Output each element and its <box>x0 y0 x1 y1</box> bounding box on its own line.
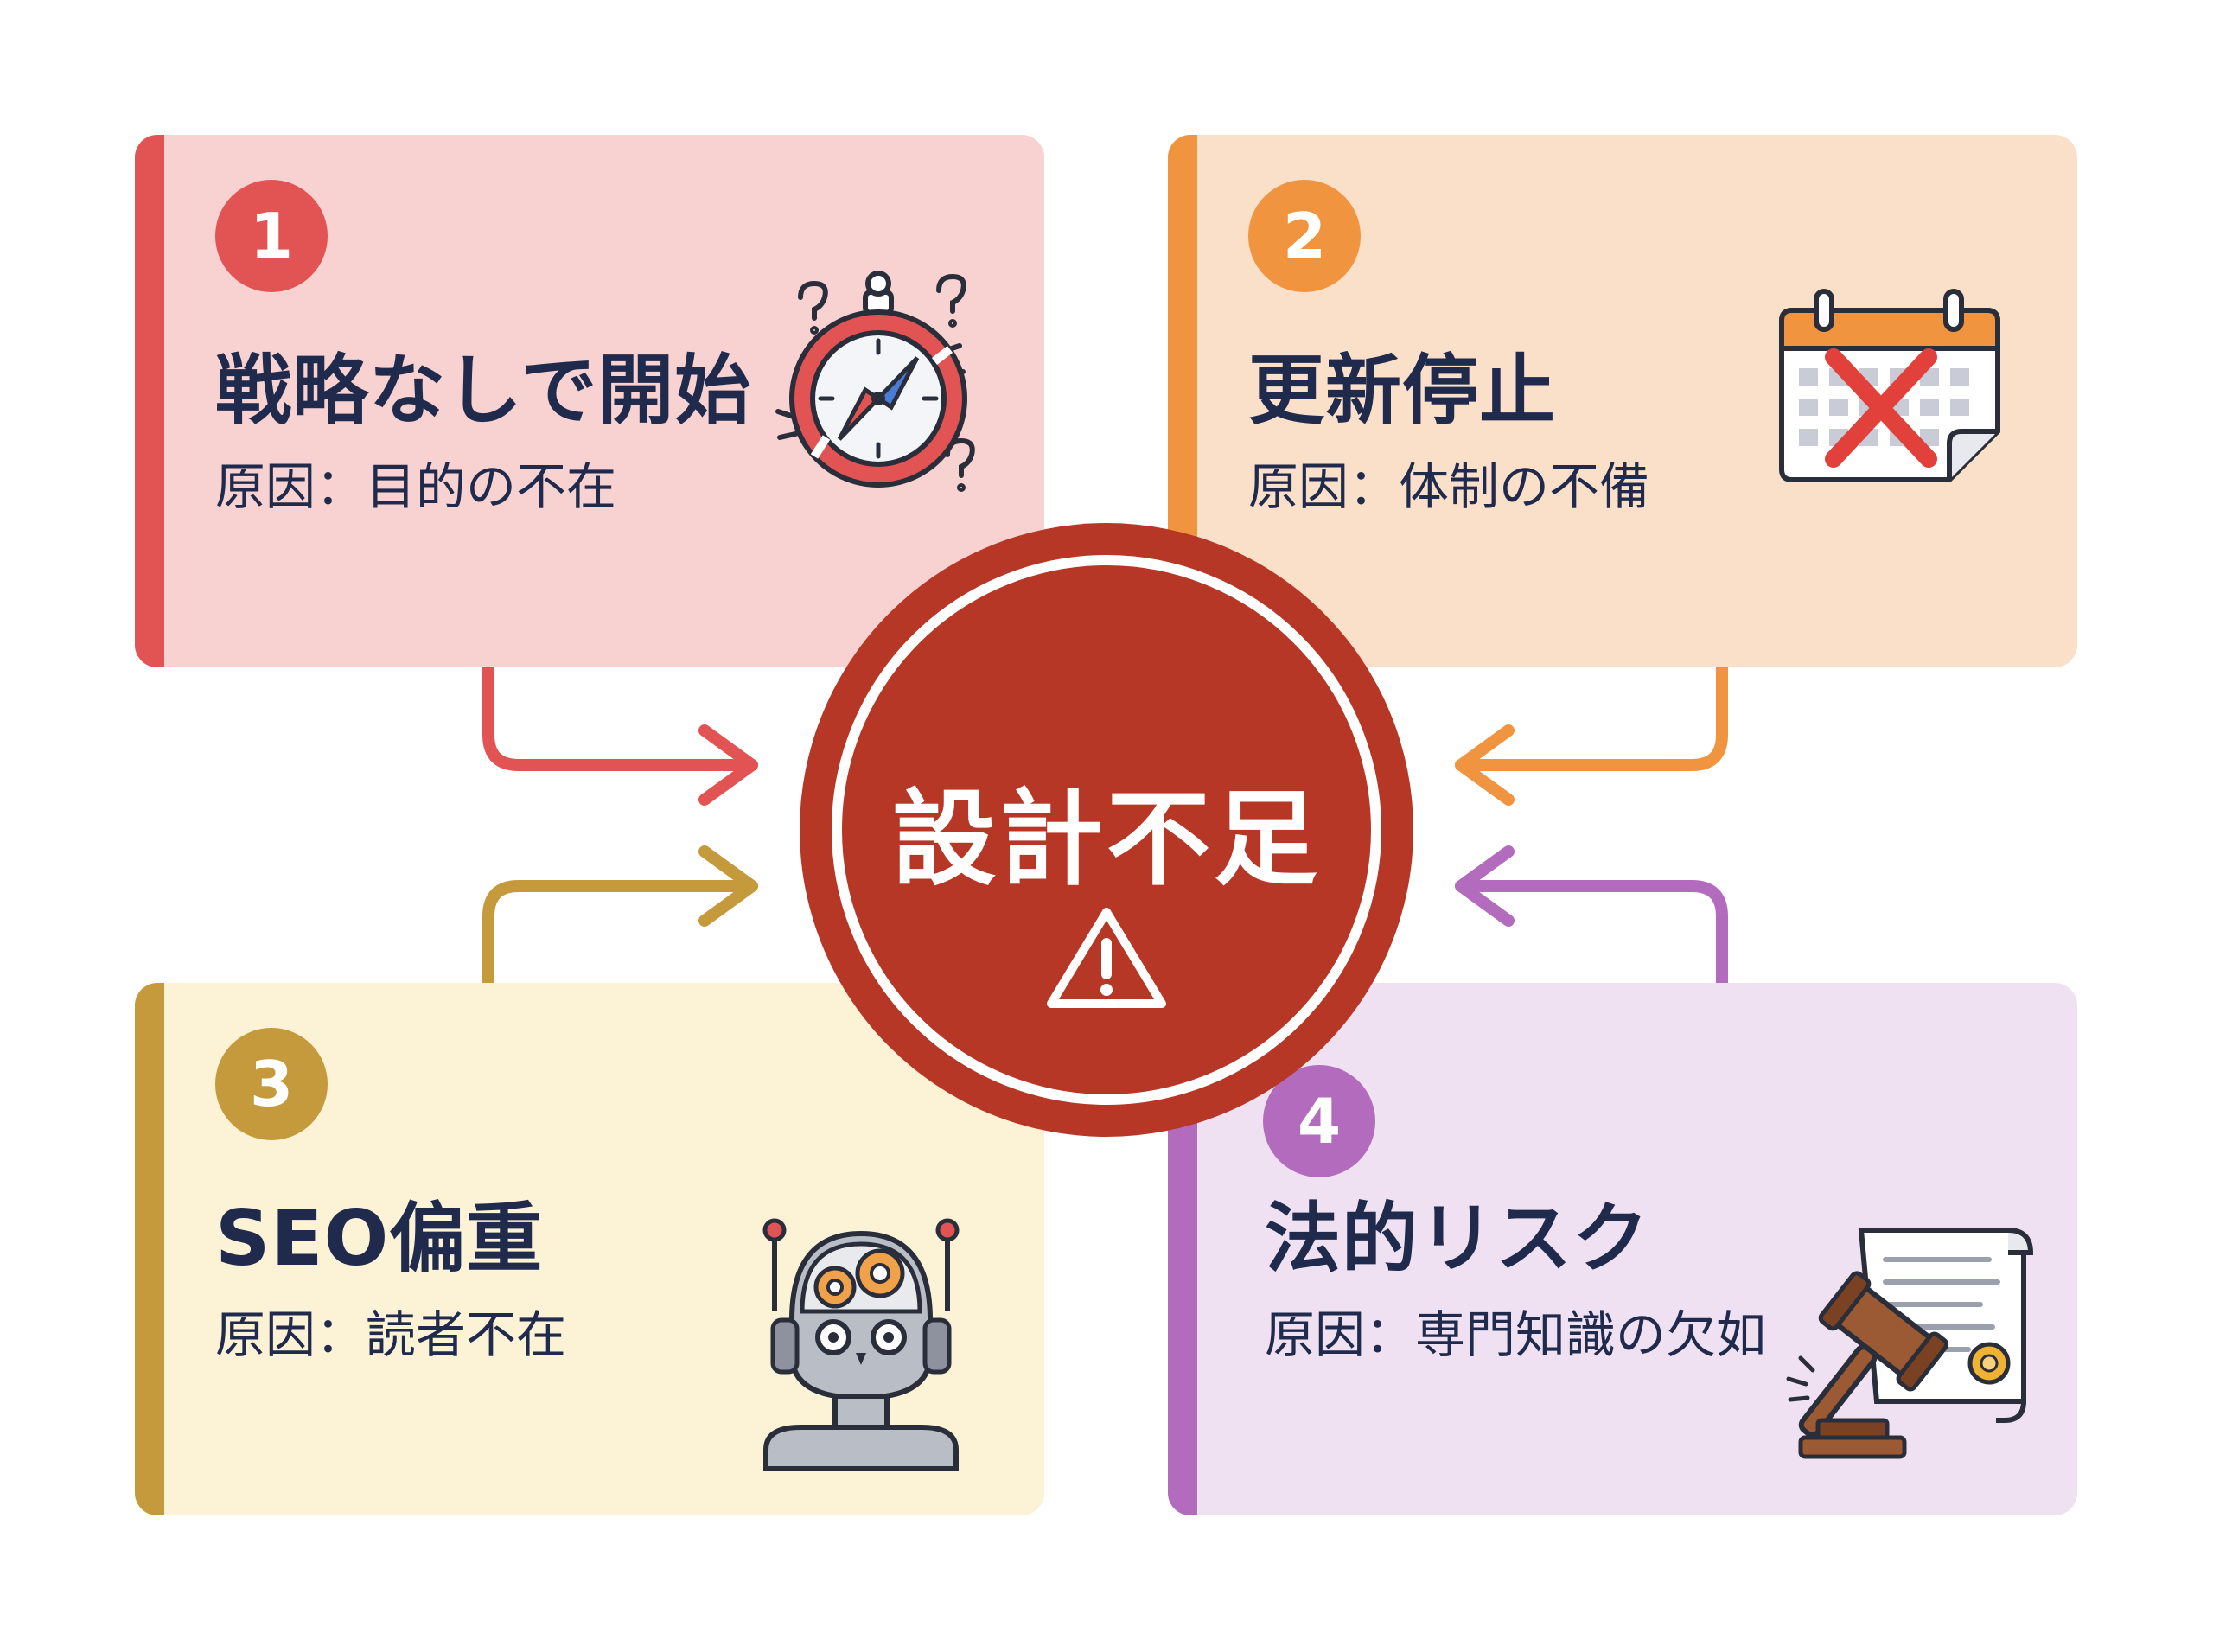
arrow-card2-to-center <box>1455 661 1728 771</box>
cause-card-1: 1 戦略なしで開始 原因：目的の不在 <box>135 135 1044 667</box>
card-title: 法的リスク <box>1265 1194 1650 1283</box>
card-number-badge: 1 <box>215 180 328 292</box>
card-number-badge: 4 <box>1263 1065 1375 1177</box>
card-cause: 原因：目的の不在 <box>215 457 617 516</box>
warning-icon <box>1047 908 1166 1008</box>
cause-card-3: 3 SEO偏重 原因：読者不在 <box>135 983 1044 1515</box>
compass-icon <box>775 271 975 492</box>
arrow-card3-to-center <box>482 880 758 989</box>
card-number-badge: 2 <box>1248 180 1361 292</box>
arrow-card1-to-center <box>482 661 758 771</box>
gavel-document-icon <box>1786 1228 2034 1459</box>
card-title: 更新停止 <box>1248 346 1557 435</box>
card-cause: 原因：専門知識の欠如 <box>1265 1305 1767 1364</box>
card-title: SEO偏重 <box>215 1194 544 1283</box>
center-title: 設計不足 <box>892 780 1321 900</box>
cause-card-2: 2 更新停止 原因：体制の不備 <box>1168 135 2077 667</box>
calendar-cancel-icon <box>1779 289 2000 482</box>
card-number-badge: 3 <box>215 1028 328 1140</box>
center-issue-circle: 設計不足 <box>800 523 1413 1137</box>
card-accent-bar <box>135 135 164 667</box>
robot-icon <box>762 1218 960 1471</box>
card-cause: 原因：読者不在 <box>215 1305 567 1364</box>
card-cause: 原因：体制の不備 <box>1248 457 1650 516</box>
cause-card-4: 4 法的リスク 原因：専門知識の欠如 <box>1168 983 2077 1515</box>
arrow-card4-to-center <box>1455 880 1728 989</box>
card-accent-bar <box>135 983 164 1515</box>
card-title: 戦略なしで開始 <box>215 346 752 435</box>
